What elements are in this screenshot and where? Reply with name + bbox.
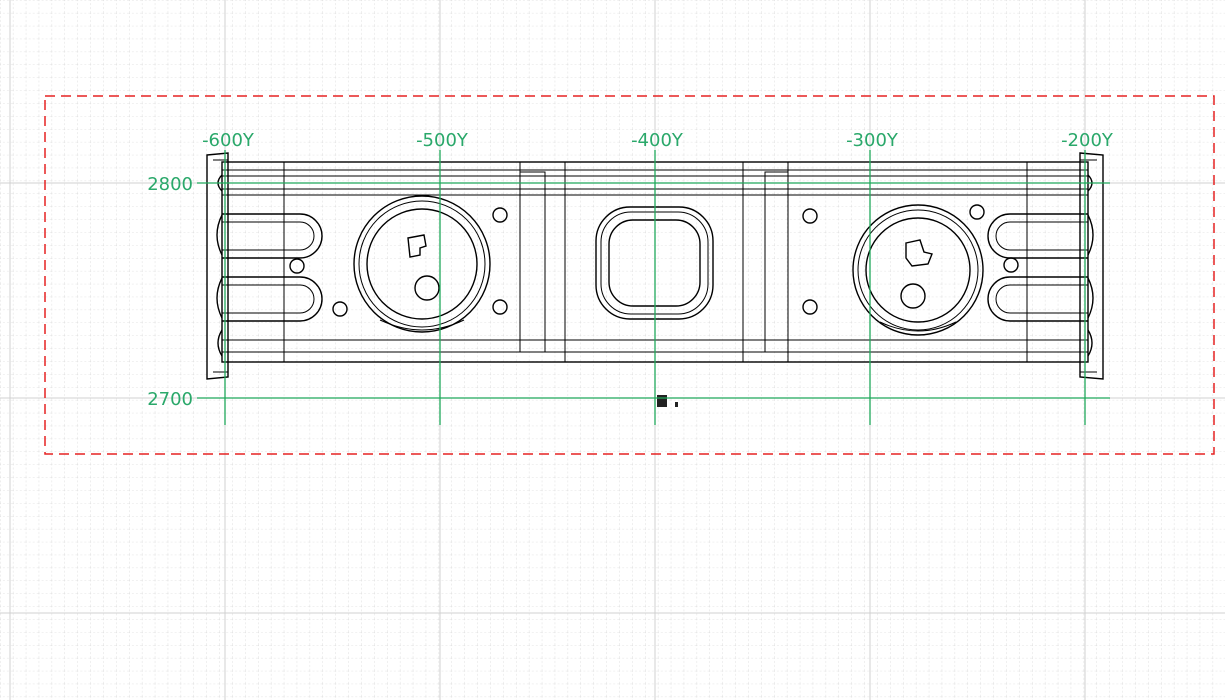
y-label-600: -600Y <box>202 130 255 151</box>
boundary-box <box>44 95 1215 455</box>
y-label-300: -300Y <box>846 130 899 151</box>
z-label-2700: 2700 <box>147 389 193 410</box>
y-label-500: -500Y <box>416 130 469 151</box>
y-label-400: -400Y <box>631 130 684 151</box>
center-marker <box>657 395 667 407</box>
reference-lines <box>197 150 1110 425</box>
z-label-2800: 2800 <box>147 174 193 195</box>
station-labels: -600Y -500Y -400Y -300Y -200Y 2800 2700 <box>147 130 1114 410</box>
y-label-200: -200Y <box>1061 130 1114 151</box>
